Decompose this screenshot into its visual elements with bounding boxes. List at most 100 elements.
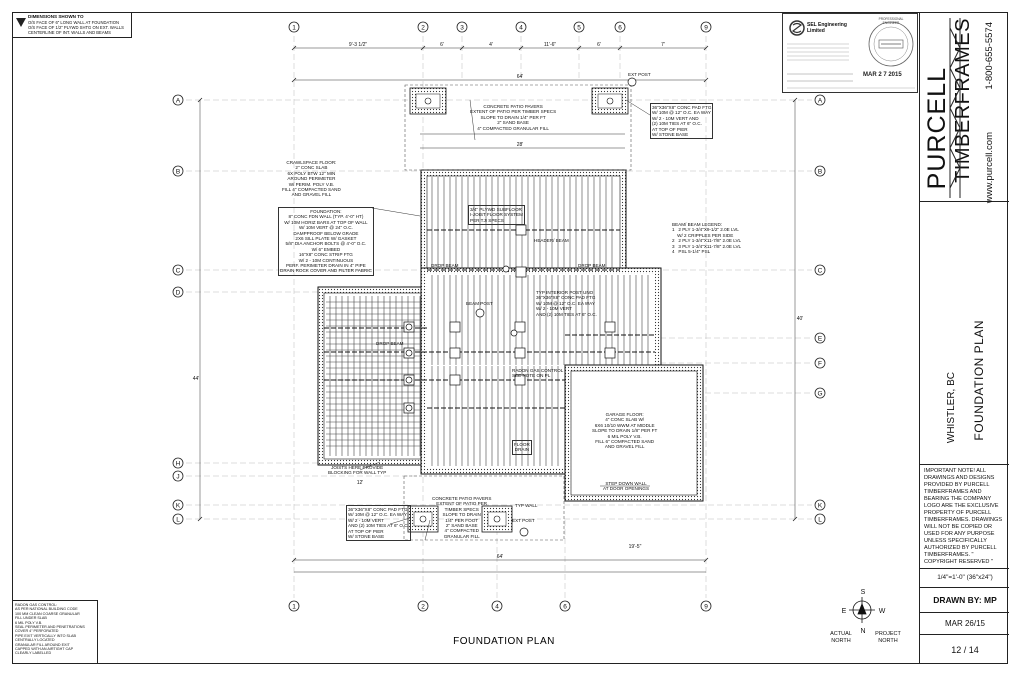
patio-bottom-note: CONCRETE PATIO PAVERS EXTENT OF PATIO PE…: [432, 496, 492, 539]
typ-wall-label: TYP WALL: [515, 503, 538, 508]
north-s-label: S: [861, 589, 866, 596]
grid-col-label-bottom: 6: [563, 604, 567, 611]
dim-top-mid: 28': [517, 142, 524, 148]
engineer-firm: SEL Engineering Limited: [807, 22, 847, 34]
bottom-pier-pads: [407, 505, 513, 533]
foundation-note: FOUNDATION: 8" CONC FDN WALL (TYP. 4'-0"…: [278, 207, 374, 276]
grid-row-label-right: C: [818, 268, 823, 275]
grid-row-label-left: D: [176, 290, 181, 297]
post-footing: [515, 266, 527, 278]
grid-col-label-top: 9: [704, 25, 708, 32]
legend-title: DIMENSIONS SHOWN TO: [28, 14, 84, 19]
dim-2: 6': [440, 42, 444, 48]
typ-int-post-note: TYP INTERIOR POST UNO 36"X36"X8" CONC PA…: [536, 290, 597, 317]
truss-logo-icon: [949, 18, 961, 198]
grid-row-label-right: K: [818, 503, 823, 510]
radon-note: RADON GAS CONTROL: AS PER NATIONAL BUILD…: [15, 603, 85, 656]
dim-3: 4': [489, 42, 493, 48]
grid-row-label-left: H: [176, 461, 181, 468]
engineer-stamp-box: SEL Engineering Limited MAR 2 7 2015 PRO…: [782, 13, 918, 93]
section-markers: [405, 77, 637, 537]
grid-row-label-left: J: [176, 474, 179, 481]
logo-cell: PURCELL TIMBERFRAMES www.purcell.com 1-8…: [920, 12, 1009, 204]
location-cell: WHISTLER, BC FOUNDATION PLAN: [920, 202, 1009, 465]
beam-post-label: BEAM POST: [466, 301, 493, 306]
post-footing: [449, 347, 461, 359]
header-note: HEADER/ BEAM: [534, 238, 569, 243]
pad-bottom-note: 36"X36"X8" CONC PAD FTG W/ 10M @ 12" O.C…: [346, 505, 411, 542]
post-footing: [515, 224, 527, 236]
dim-4: 11'-6": [544, 42, 557, 48]
actual-north-label: ACTUAL NORTH: [830, 631, 852, 644]
scale-cell: 1/4"=1'-0" (36"x24"): [920, 569, 1009, 588]
bottom-grid-bubbles: [288, 600, 712, 612]
post-footing: [449, 374, 461, 386]
north-n-label: N: [860, 628, 865, 635]
legend-triangle-icon: [16, 18, 26, 27]
engineer-stamp-label: PROFESSIONAL ENGINEER: [878, 17, 904, 25]
dimension-ticks: [197, 45, 798, 563]
patio-outlines: [403, 84, 632, 541]
grid-row-label-left: A: [176, 98, 181, 105]
patio-top-note: CONCRETE PATIO PAVERS EXTENT OF PATIO PE…: [470, 104, 557, 131]
dim-5: 6': [597, 42, 601, 48]
north-e-label: E: [842, 608, 847, 615]
grid-row-label-right: G: [817, 391, 822, 398]
pad-top-note: 36"X36"X8" CONC PAD FTG W/ 10M @ 12" O.C…: [650, 103, 714, 140]
north-arrow-icon: [849, 597, 875, 623]
dimension-legend: DIMENSIONS SHOWN TO O/S FACE OF 6" LONG …: [12, 12, 132, 38]
grid-row-label-right: F: [818, 361, 822, 368]
grid-row-label-left: K: [176, 503, 181, 510]
north-w-label: W: [879, 608, 886, 615]
step-note: STEP DOWN WALL AT DOOR OPENINGS: [603, 481, 650, 492]
copyright-notice: IMPORTANT NOTE! ALL DRAWINGS AND DESIGNS…: [924, 468, 1003, 565]
grid-col-label-top: 1: [292, 25, 296, 32]
project-north-label: PROJECT NORTH: [875, 631, 901, 644]
title-block: PURCELL TIMBERFRAMES www.purcell.com 1-8…: [919, 12, 1009, 664]
top-grid-bubbles: [288, 21, 712, 33]
grid-col-label-bottom: 9: [704, 604, 708, 611]
post-footing: [514, 321, 526, 333]
post-footing: [514, 347, 526, 359]
date-text: MAR 26/15: [944, 619, 986, 628]
grid-row-label-right: E: [818, 336, 823, 343]
crawlspace-note: CRAWLSPACE FLOOR: 2" CONC SLAB 6X POLY B…: [282, 160, 341, 198]
ext-post-bottom-label: EXT POST: [512, 518, 535, 523]
dimension-values: 64' 28' 64' 44' 40' 9'-3 1/2" 6' 4' 11'-…: [193, 42, 804, 560]
scale-text: 1/4"=1'-0" (36"x24"): [937, 574, 993, 581]
radon-short-note: RADON GAS CONTROL SEE NOTE ON PL: [512, 368, 564, 379]
company-website: www.purcell.com: [984, 132, 995, 204]
sheet-title-text: FOUNDATION PLAN: [972, 320, 986, 441]
grid-col-label-top: 6: [618, 25, 622, 32]
dim-bottom-overall: 64': [497, 554, 504, 560]
post-footing: [514, 374, 526, 386]
grid-col-label-top: 2: [421, 25, 425, 32]
grid-col-label-top: 3: [460, 25, 464, 32]
drop-beam-label-2: DROP BEAM: [376, 341, 404, 346]
post-footing: [604, 347, 616, 359]
top-pier-pads: [409, 87, 629, 115]
dim-8: 19'-5": [629, 544, 642, 550]
grid-col-label-bottom: 1: [292, 604, 296, 611]
radon-note-box: RADON GAS CONTROL: AS PER NATIONAL BUILD…: [12, 600, 98, 664]
dim-1: 9'-3 1/2": [349, 42, 368, 48]
grid-col-label-bottom: 2: [421, 604, 425, 611]
drawn-by-cell: DRAWN BY: MP: [920, 588, 1009, 613]
grid-row-label-right: B: [818, 169, 822, 176]
right-grid-bubbles: [814, 94, 826, 525]
grid-row-label-right: A: [818, 98, 823, 105]
dim-6: 7': [661, 42, 665, 48]
sheet-border: [12, 12, 1008, 664]
post-footing: [449, 321, 461, 333]
drop-beam-label-3: DROP BEAM: [578, 263, 606, 268]
grid-row-label-right: L: [818, 517, 822, 524]
date-cell: MAR 26/15: [920, 613, 1009, 635]
location-text: WHISTLER, BC: [946, 372, 957, 444]
horizontal-gridlines: [186, 99, 812, 520]
ext-post-top-label: EXT POST: [628, 72, 651, 77]
post-footing: [604, 321, 616, 333]
drawing-title: FOUNDATION PLAN: [453, 636, 555, 647]
